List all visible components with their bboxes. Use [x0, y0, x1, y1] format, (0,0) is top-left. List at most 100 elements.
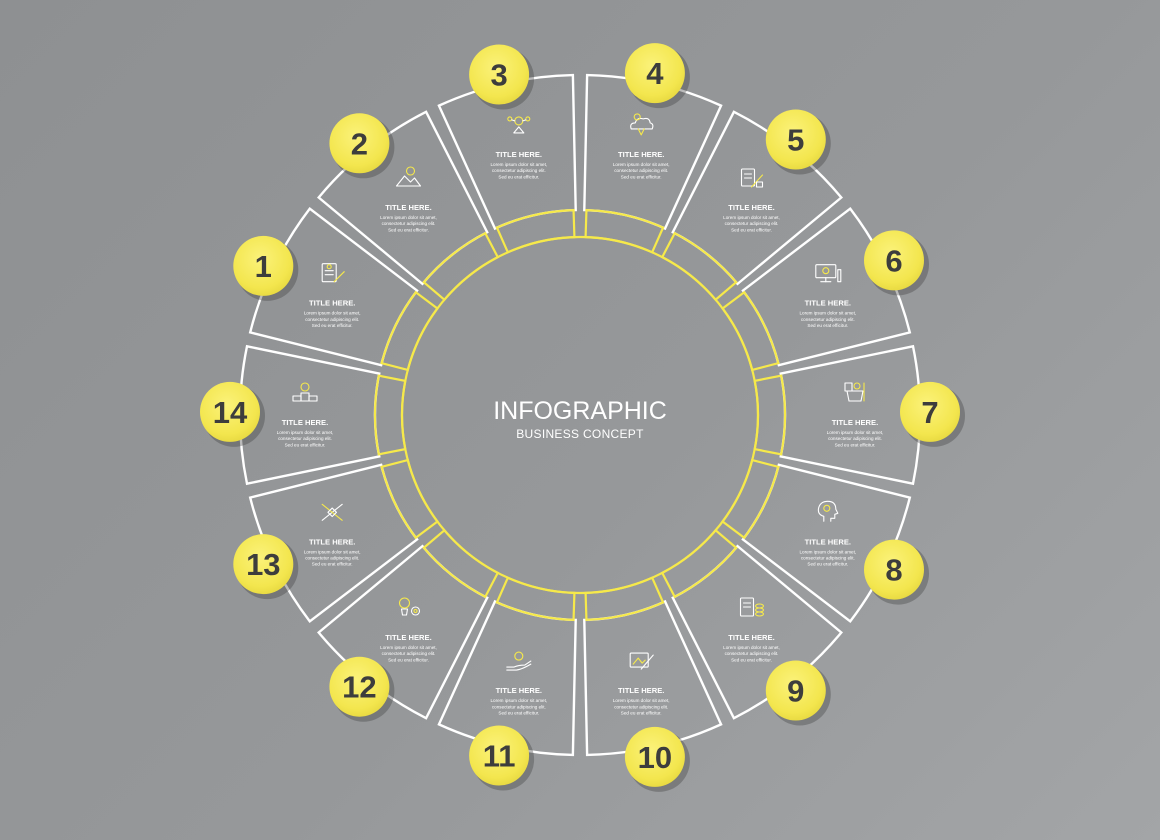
step-description-line: Sed eu erat efficitur. — [807, 323, 848, 328]
step-title: TITLE HERE. — [805, 537, 851, 546]
step-content-1: TITLE HERE.Lorem ipsum dolor sit amet,co… — [304, 263, 361, 328]
badge-circle — [624, 43, 685, 104]
step-number: 5 — [787, 123, 804, 158]
step-description-line: consectetur adipiscing elit. — [278, 436, 332, 441]
step-number: 3 — [490, 58, 507, 93]
step-description-line: Lorem ipsum dolor sit amet, — [380, 645, 437, 650]
step-number: 2 — [351, 126, 368, 161]
step-title: TITLE HERE. — [385, 633, 431, 642]
step-content-4: TITLE HERE.Lorem ipsum dolor sit amet,co… — [613, 113, 670, 179]
step-number: 11 — [483, 739, 516, 774]
ring-segment-5 — [660, 231, 738, 302]
head-idea-icon — [817, 500, 839, 522]
step-title: TITLE HERE. — [805, 299, 851, 308]
step-description-line: Sed eu erat efficitur. — [731, 657, 772, 662]
step-description-line: consectetur adipiscing elit. — [725, 651, 779, 656]
ring-segment-1 — [380, 290, 439, 372]
step-badge-8[interactable]: 8 — [864, 539, 929, 605]
step-description-line: consectetur adipiscing elit. — [828, 436, 882, 441]
step-badge-10[interactable]: 10 — [624, 726, 690, 792]
step-description-line: consectetur adipiscing elit. — [305, 556, 359, 561]
step-badge-6[interactable]: 6 — [864, 230, 929, 296]
step-number: 14 — [213, 395, 248, 430]
hand-idea-icon — [506, 651, 532, 671]
segment-contents-layer: TITLE HERE.Lorem ipsum dolor sit amet,co… — [277, 113, 884, 716]
step-number: 12 — [342, 670, 376, 705]
ring-segment-6 — [721, 290, 780, 372]
badge-circle — [765, 109, 826, 170]
step-badge-11[interactable]: 11 — [469, 725, 535, 791]
badge-circle — [329, 656, 390, 717]
step-description-line: Sed eu erat efficitur. — [312, 323, 353, 328]
step-badge-3[interactable]: 3 — [469, 44, 535, 110]
ring-segment-10 — [584, 576, 665, 622]
ring-segment-11 — [495, 576, 576, 622]
step-description-line: Lorem ipsum dolor sit amet, — [799, 549, 856, 554]
badge-circle — [200, 381, 260, 442]
step-title: TITLE HERE. — [496, 150, 542, 159]
document-coins-icon — [739, 597, 765, 617]
step-description-line: Sed eu erat efficitur. — [498, 711, 539, 716]
sketch-pencil-icon — [629, 652, 654, 670]
step-number: 1 — [255, 249, 272, 284]
step-badge-2[interactable]: 2 — [329, 113, 395, 179]
step-description-line: Sed eu erat efficitur. — [388, 227, 429, 232]
badge-circle — [469, 725, 530, 786]
center-subtitle: BUSINESS CONCEPT — [516, 427, 644, 441]
step-description-line: Sed eu erat efficitur. — [388, 657, 429, 662]
badge-circle — [329, 113, 390, 174]
step-badge-1[interactable]: 1 — [233, 235, 299, 301]
badge-circle — [233, 534, 294, 595]
step-badge-12[interactable]: 12 — [329, 656, 395, 722]
step-number: 8 — [885, 553, 902, 588]
step-content-6: TITLE HERE.Lorem ipsum dolor sit amet,co… — [799, 264, 856, 328]
step-title: TITLE HERE. — [309, 299, 355, 308]
mountain-sun-icon — [395, 166, 422, 187]
step-number: 7 — [921, 395, 938, 430]
step-number: 13 — [246, 547, 280, 582]
step-description-line: consectetur adipiscing elit. — [382, 221, 436, 226]
step-content-13: TITLE HERE.Lorem ipsum dolor sit amet,co… — [304, 503, 361, 567]
step-description-line: consectetur adipiscing elit. — [725, 221, 779, 226]
step-content-12: TITLE HERE.Lorem ipsum dolor sit amet,co… — [380, 597, 437, 662]
step-description-line: consectetur adipiscing elit. — [305, 317, 359, 322]
step-description-line: Lorem ipsum dolor sit amet, — [613, 162, 670, 167]
step-description-line: Lorem ipsum dolor sit amet, — [799, 311, 856, 316]
center-title: INFOGRAPHIC — [493, 397, 667, 425]
ring-segment-13 — [380, 458, 439, 540]
ring-segment-2 — [422, 231, 500, 302]
step-description-line: consectetur adipiscing elit. — [492, 168, 546, 173]
step-badge-13[interactable]: 13 — [233, 534, 299, 600]
step-description-line: consectetur adipiscing elit. — [614, 168, 668, 173]
badge-circle — [765, 660, 826, 721]
step-badge-9[interactable]: 9 — [765, 660, 831, 726]
step-title: TITLE HERE. — [728, 633, 774, 642]
step-content-3: TITLE HERE.Lorem ipsum dolor sit amet,co… — [490, 116, 547, 179]
step-description-line: Lorem ipsum dolor sit amet, — [490, 698, 547, 703]
step-description-line: Sed eu erat efficitur. — [807, 562, 848, 567]
step-number: 9 — [787, 674, 804, 709]
badge-circle — [864, 539, 924, 600]
step-badge-4[interactable]: 4 — [624, 43, 690, 109]
idea-gears-icon — [398, 597, 421, 616]
ring-segment-9 — [660, 528, 738, 599]
step-badge-5[interactable]: 5 — [765, 109, 831, 175]
step-badge-14[interactable]: 14 — [200, 381, 265, 447]
badge-circle — [469, 44, 530, 105]
step-description-line: Lorem ipsum dolor sit amet, — [723, 645, 780, 650]
step-description-line: Lorem ipsum dolor sit amet, — [827, 430, 884, 435]
step-content-5: TITLE HERE.Lorem ipsum dolor sit amet,co… — [723, 168, 780, 232]
badge-circle — [233, 235, 294, 296]
step-description-line: Lorem ipsum dolor sit amet, — [613, 698, 670, 703]
badge-circle — [900, 381, 960, 442]
step-content-8: TITLE HERE.Lorem ipsum dolor sit amet,co… — [799, 500, 856, 567]
step-description-line: consectetur adipiscing elit. — [614, 704, 668, 709]
segment-7[interactable] — [779, 344, 922, 486]
step-description-line: Sed eu erat efficitur. — [621, 711, 662, 716]
step-badge-7[interactable]: 7 — [900, 381, 965, 447]
step-description-line: Lorem ipsum dolor sit amet, — [723, 215, 780, 220]
step-content-2: TITLE HERE.Lorem ipsum dolor sit amet,co… — [380, 166, 437, 232]
